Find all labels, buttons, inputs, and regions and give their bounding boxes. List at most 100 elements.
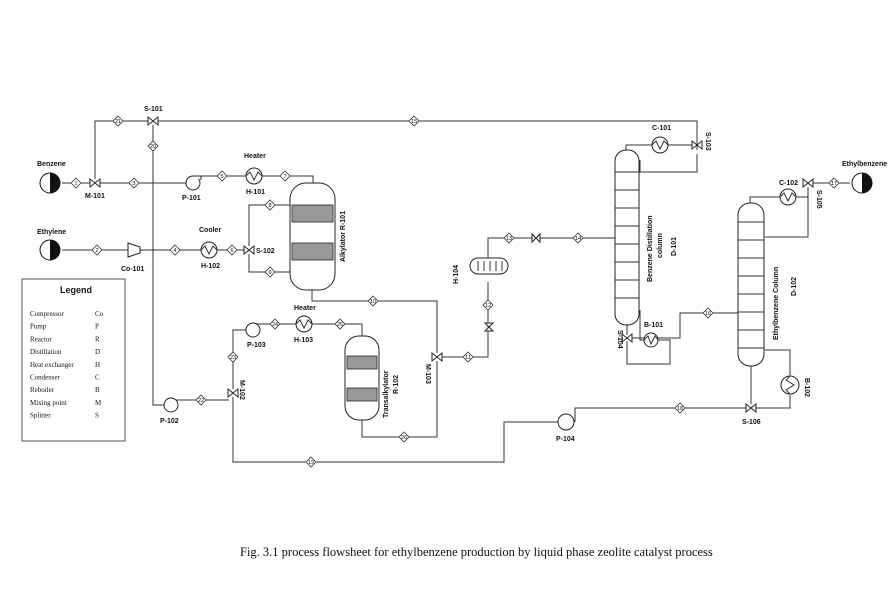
stream-tag: 14 [572,232,584,244]
stream-number: 3 [132,181,135,187]
svg-text:Heater: Heater [244,153,266,160]
reactor-r101: Alkylator R-101 [289,182,347,291]
stream-tag: 18 [674,402,686,414]
svg-text:C-101: C-101 [652,125,671,132]
svg-text:P-104: P-104 [556,436,575,443]
svg-text:B-101: B-101 [644,322,663,329]
legend-item-name: Reactor [30,335,52,343]
stream-number: 15 [411,119,417,125]
stream-number: 26 [401,435,407,441]
stream-tag: 17 [828,177,840,189]
stream-number: 5 [220,174,223,180]
legend-item-name: Distillation [30,348,62,356]
stream-tag: 9 [264,266,276,278]
svg-text:R-102: R-102 [393,375,400,394]
legend-item-code: B [95,386,100,394]
stream-number: 16 [705,311,711,317]
svg-text:P-101: P-101 [182,195,201,202]
stream-tag: 11 [462,351,474,363]
svg-text:P-103: P-103 [247,342,266,349]
svg-text:S-101: S-101 [144,106,163,113]
splitter-s102: S-102 [243,244,275,256]
stream-tag: 21 [112,115,124,127]
stream-tag: 16 [702,307,714,319]
svg-text:D-101: D-101 [671,237,678,256]
stream-tag: 5 [216,170,228,182]
stream-number: 20 [150,144,156,150]
legend-item-name: Pump [30,323,47,331]
svg-text:S-103: S-103 [704,132,711,151]
stream-tag: 7 [279,170,291,182]
splitter-s105: S-105 [802,177,822,209]
stream-number: 17 [831,181,837,187]
stream-number: 1 [74,181,77,187]
svg-text:H-101: H-101 [246,189,265,196]
stream-number: 21 [115,119,121,125]
stream-number: 13 [506,236,512,242]
stream-tag: 10 [367,295,379,307]
splitter-s106: S-106 [742,402,761,426]
pump-p101: P-101 [182,175,202,202]
stream-number: 9 [268,270,271,276]
stream-tag: 20 [147,140,159,152]
stream-number: 23 [230,355,236,361]
stream-number: 8 [268,203,271,209]
legend-item-name: Heat exchanger [30,361,74,369]
figure-caption: Fig. 3.1 process flowsheet for ethylbenz… [240,545,713,559]
svg-text:P-102: P-102 [160,418,179,425]
svg-text:Ethylbenzene Column: Ethylbenzene Column [773,267,780,340]
legend-item-code: R [95,335,100,343]
condenser-c101: C-101 [651,125,671,154]
legend-item-name: Reboiler [30,386,55,394]
splitter-s101: S-101 [144,106,163,127]
stream-tag: 4 [169,244,181,256]
benzene-feed-label: Benzene [37,161,66,168]
svg-text:Cooler: Cooler [199,227,221,234]
stream-number: 11 [465,355,471,361]
svg-text:column: column [657,233,664,258]
pump-p104: P-104 [556,413,575,443]
svg-text:M-103: M-103 [424,364,431,384]
stream-tag: 3 [128,177,140,189]
svg-text:Benzene Distillation: Benzene Distillation [647,215,654,282]
stream-tag: 19 [305,456,317,468]
svg-text:M-101: M-101 [85,193,105,200]
heater-h103: Heater H-103 [294,305,316,344]
stream-number: 22 [198,398,204,404]
process-lines [62,120,850,463]
pump-p102: P-102 [160,397,179,425]
stream-tag: 25 [334,318,346,330]
compressor-co101: Co-101 [121,242,144,273]
svg-text:Transalkylator: Transalkylator [383,370,390,418]
reboiler-b101: B-101 [643,322,663,348]
mixer-m102: M-102 [227,380,245,400]
svg-text:Heater: Heater [294,305,316,312]
svg-text:B-102: B-102 [803,378,810,397]
heater-h101: Heater H-101 [244,153,266,196]
stream-number: 12 [485,303,491,309]
stream-number: 10 [370,299,376,305]
legend-item-name: Splitter [30,412,51,420]
pump-p103: P-103 [245,322,266,349]
stream-number: 18 [677,406,683,412]
legend-item-name: Condenser [30,374,61,382]
stream-tag: 15 [408,115,420,127]
ethylene-feed-terminal: Ethylene [37,229,66,261]
svg-text:M-102: M-102 [238,380,245,400]
splitter-s103: S-103 [691,132,711,151]
benzene-feed-terminal: Benzene [37,161,66,194]
svg-text:H-103: H-103 [294,337,313,344]
valve-stream-13 [531,232,541,244]
stream-tag: 26 [398,431,410,443]
condenser-c102: C-102 [779,180,798,206]
valve-stream-12 [483,322,495,332]
svg-text:Alkylator R-101: Alkylator R-101 [340,211,347,262]
stream-number: 25 [337,322,343,328]
stream-tag: 13 [503,232,515,244]
svg-text:H-102: H-102 [201,263,220,270]
legend-item-code: D [95,348,100,356]
column-d102: Ethylbenzene Column D-102 [737,202,798,367]
svg-text:S-105: S-105 [815,190,822,209]
